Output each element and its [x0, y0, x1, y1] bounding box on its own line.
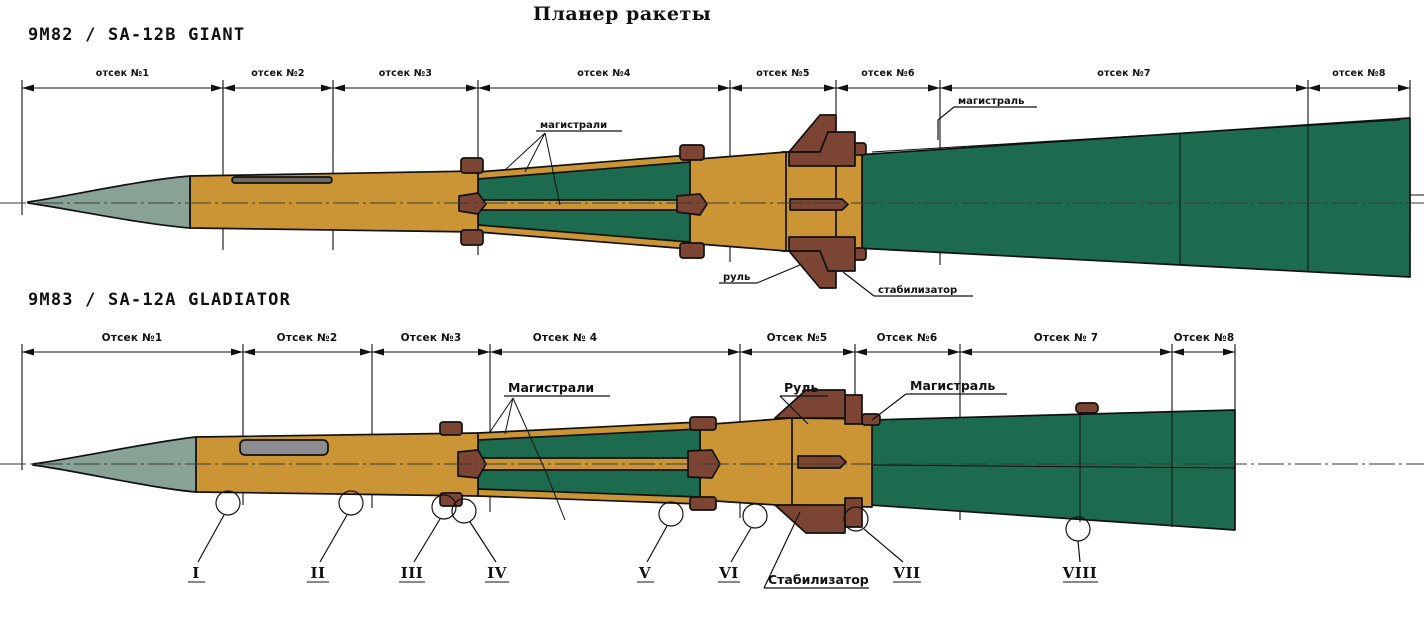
- bay-label-u3: отсек №3: [379, 68, 433, 79]
- control-fins-lower: [774, 389, 863, 534]
- missile-body-lower: [0, 389, 1424, 534]
- station-marker-6: VI: [718, 564, 739, 582]
- bay-label-l4: Отсек № 4: [533, 332, 598, 344]
- page-title: Планер ракеты: [533, 3, 711, 25]
- station-marker-4: IV: [487, 564, 507, 582]
- callouts-lower: Магистрали Магистраль Руль Стабилизатор: [504, 378, 1007, 589]
- bay-label-u4: отсек №4: [577, 68, 631, 79]
- station-marker-5: V: [638, 564, 651, 582]
- bay-label-l7: Отсек № 7: [1034, 332, 1099, 344]
- access-panel-upper: [231, 176, 333, 184]
- station-marker-8: VIII: [1062, 564, 1098, 582]
- callout-stabilizator-lower: Стабилизатор: [768, 572, 869, 587]
- diagram-lower: 9M83 / SA-12A GLADIATOR: [0, 290, 1424, 589]
- model-label-lower: 9M83 / SA-12A GLADIATOR: [28, 290, 291, 310]
- callouts-upper: магистрали магистраль руль стабилизатор: [536, 96, 1037, 297]
- bay-label-l3: Отсек №3: [401, 332, 462, 344]
- bay-label-l8: Отсек №8: [1174, 332, 1235, 344]
- station-marker-7: VII: [892, 564, 920, 582]
- bay-label-u5: отсек №5: [756, 68, 810, 79]
- bay-label-l2: Отсек №2: [277, 332, 338, 344]
- model-label-upper: 9M82 / SA-12B GIANT: [28, 25, 245, 45]
- bulkhead-collars-upper: [458, 142, 867, 261]
- access-panel-lower: [239, 439, 329, 456]
- bay-label-l6: Отсек №6: [877, 332, 938, 344]
- dimension-arrows-lower: [22, 348, 1235, 356]
- station-marker-3: III: [401, 564, 424, 582]
- callout-magistral-lower: Магистраль: [910, 378, 995, 393]
- callout-rul-lower: Руль: [784, 380, 818, 395]
- callout-magistrali-upper: магистрали: [540, 120, 607, 131]
- control-fins-upper: [788, 114, 856, 289]
- diagram-upper: 9M82 / SA-12B GIANT: [0, 25, 1424, 297]
- station-marker-2: II: [310, 564, 325, 582]
- missile-body-upper: [0, 114, 1424, 289]
- station-markers: I II III IV V VI VII: [188, 490, 1098, 583]
- bay-label-l1: Отсек №1: [102, 332, 163, 344]
- bay-label-u8: отсек №8: [1332, 68, 1386, 79]
- dimension-arrows-upper: [22, 84, 1410, 92]
- bay-label-u7: отсек №7: [1097, 68, 1151, 79]
- bay-label-u2: отсек №2: [251, 68, 305, 79]
- station-marker-1: I: [192, 564, 200, 582]
- bay-label-l5: Отсек №5: [767, 332, 828, 344]
- bay-label-u6: отсек №6: [861, 68, 915, 79]
- callout-stabilizator-upper: стабилизатор: [878, 284, 957, 296]
- callout-magistral-upper: магистраль: [958, 96, 1024, 107]
- callout-magistrali-lower: Магистрали: [508, 380, 594, 395]
- bay-label-u1: отсек №1: [96, 68, 150, 79]
- callout-rul-upper: руль: [723, 272, 750, 283]
